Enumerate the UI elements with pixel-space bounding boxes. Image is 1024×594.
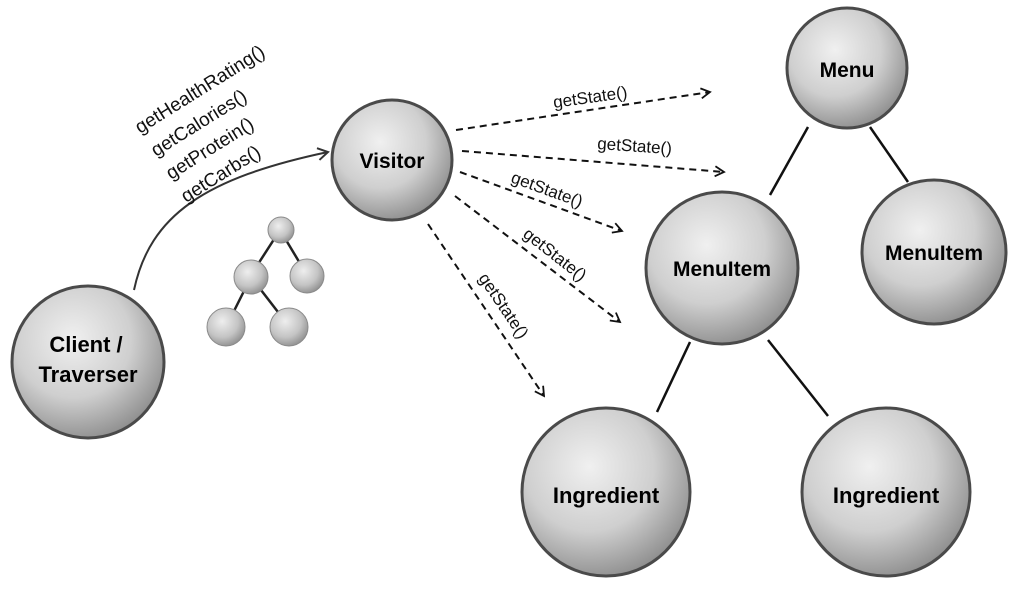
- edge-menuitem-ingredient-left: [655, 341, 692, 413]
- visitor-arrow-menu: [455, 87, 712, 131]
- node-menuitem-left: MenuItem: [644, 190, 800, 346]
- edge-menuitem-ingredient-right: [767, 339, 829, 417]
- node-client: Client / Traverser: [10, 284, 166, 440]
- client-label-line1: Client /: [49, 332, 122, 357]
- edge-menu-menuitem-left: [768, 126, 810, 196]
- getstate-label-menu: getState(): [552, 83, 629, 112]
- node-menu: Menu: [785, 6, 909, 130]
- getstate-label-menu-2: getState(): [597, 134, 673, 158]
- ingredient-right-label: Ingredient: [833, 483, 940, 508]
- getstate-label-menuitem: getState(): [509, 168, 586, 211]
- visitor-label: Visitor: [360, 150, 425, 173]
- tree-edges: [655, 126, 910, 417]
- node-visitor: Visitor: [330, 98, 454, 222]
- visitor-calls: [427, 87, 726, 398]
- node-ingredient-left: Ingredient: [520, 406, 692, 578]
- visitor-arrow-menuitem: [459, 171, 624, 234]
- visitor-arrow-menuitem-2: [454, 195, 622, 324]
- menuitem-left-label: MenuItem: [673, 258, 771, 281]
- menu-label: Menu: [820, 59, 875, 82]
- node-ingredient-right: Ingredient: [800, 406, 972, 578]
- client-to-visitor-arrow: [133, 147, 330, 291]
- node-menuitem-right: MenuItem: [860, 178, 1008, 326]
- edge-menu-menuitem-right: [868, 126, 910, 183]
- tree-icon: [206, 216, 325, 347]
- visitor-arrow-menu-2: [461, 150, 726, 178]
- getstate-label-menuitem-2: getState(): [520, 224, 591, 285]
- client-label-line2: Traverser: [38, 362, 138, 387]
- menuitem-right-label: MenuItem: [885, 242, 983, 265]
- ingredient-left-label: Ingredient: [553, 483, 660, 508]
- client-call-labels: getHealthRating() getCalories() getProte…: [132, 42, 269, 208]
- visitor-arrow-ingredient: [427, 223, 546, 398]
